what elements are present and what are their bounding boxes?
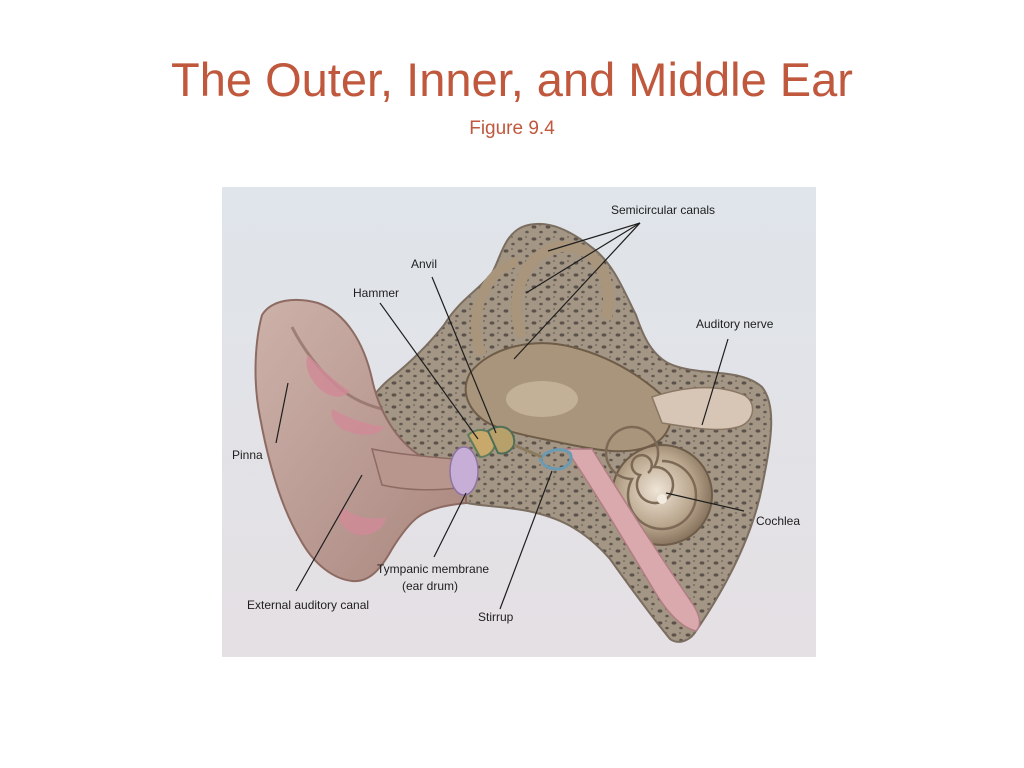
label-stirrup: Stirrup — [478, 610, 514, 624]
label-pinna: Pinna — [232, 448, 263, 462]
ear-anatomy-figure: Semicircular canals Anvil Hammer Auditor… — [222, 187, 816, 657]
leader-lines — [275, 222, 745, 610]
semicircular-canal-anterior — [511, 240, 614, 339]
pinna-cartilage — [306, 355, 350, 397]
label-semicircular-canals: Semicircular canals — [611, 203, 715, 217]
slide-title: The Outer, Inner, and Middle Ear — [171, 53, 853, 106]
label-anvil: Anvil — [411, 257, 437, 271]
label-tympanic-membrane: Tympanic membrane — [377, 562, 489, 576]
eustachian-tube — [564, 448, 701, 632]
slide-subtitle: Figure 9.4 — [469, 118, 555, 139]
tympanic-membrane-shape — [449, 446, 479, 496]
label-external-auditory-canal: External auditory canal — [247, 598, 369, 612]
auditory-nerve-shape — [651, 386, 754, 431]
label-cochlea: Cochlea — [756, 514, 800, 528]
semicircular-canal-posterior — [471, 256, 520, 357]
label-ear-drum: (ear drum) — [402, 579, 458, 593]
label-auditory-nerve: Auditory nerve — [696, 317, 774, 331]
label-hammer: Hammer — [353, 286, 399, 300]
stirrup-shape — [538, 448, 573, 471]
anvil-shape — [486, 425, 516, 455]
